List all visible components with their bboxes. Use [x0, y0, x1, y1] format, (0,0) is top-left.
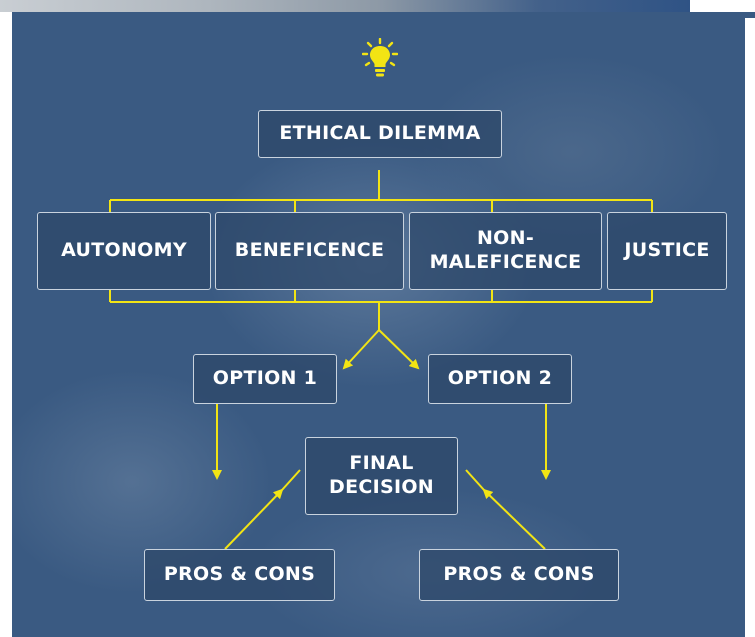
option-2-box: OPTION 2	[428, 354, 572, 404]
non-maleficence-box: NON- MALEFICENCE	[409, 212, 602, 290]
arrow-to-option-2	[378, 329, 420, 370]
justice-box: JUSTICE	[607, 212, 727, 290]
ethical-dilemma-box: ETHICAL DILEMMA	[258, 110, 502, 158]
arrow-pros-cons-2-to-final	[482, 488, 546, 550]
pros-cons-box-1: PROS & CONS	[144, 549, 335, 601]
final-decision-box: FINAL DECISION	[305, 437, 458, 515]
arrow-pros-cons-1-to-final	[224, 488, 284, 550]
header-photo-strip	[0, 0, 690, 12]
option-1-box: OPTION 1	[193, 354, 337, 404]
page-margin-right	[745, 18, 755, 637]
arrow-to-option-1	[342, 329, 380, 370]
beneficence-box: BENEFICENCE	[215, 212, 404, 290]
pros-cons-box-2: PROS & CONS	[419, 549, 619, 601]
autonomy-box: AUTONOMY	[37, 212, 211, 290]
lightbulb-icon	[362, 38, 398, 77]
